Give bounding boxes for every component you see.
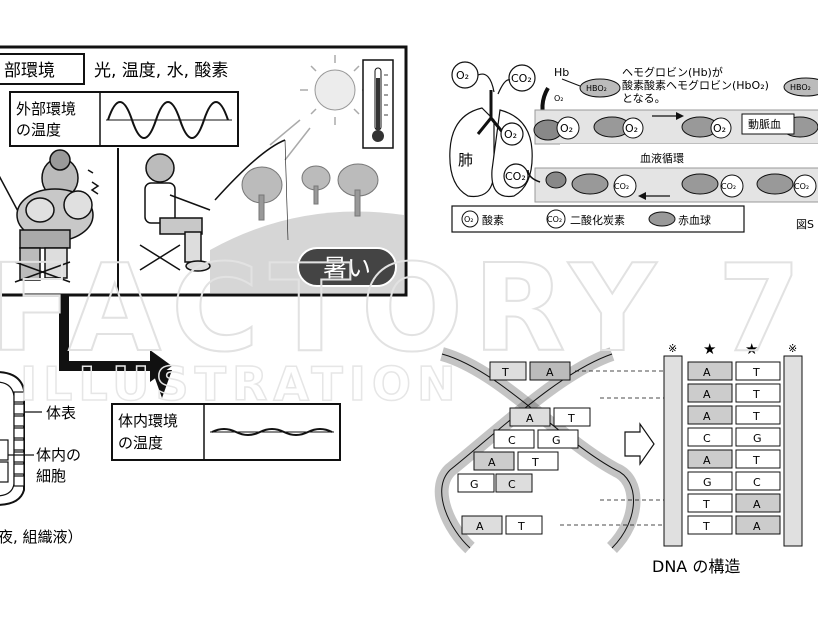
ladder-2a: A bbox=[703, 388, 711, 401]
mark-note-right: ※ bbox=[788, 342, 797, 355]
hb-note-3: となる。 bbox=[622, 92, 666, 105]
internal-temp-label-2: の温度 bbox=[118, 434, 163, 452]
legend-o2: 酸素 bbox=[482, 213, 504, 227]
body-tissue bbox=[0, 371, 42, 506]
watermark: FACTORY 7 ILLUSTRATION bbox=[0, 239, 811, 412]
o2-bubble-2: O₂ bbox=[504, 128, 517, 141]
watermark-sub: ILLUSTRATION bbox=[20, 357, 462, 411]
legend-o2-symbol: O₂ bbox=[464, 215, 474, 224]
ladder-1b: T bbox=[752, 366, 760, 379]
ladder-5a: A bbox=[703, 454, 711, 467]
blood-circulation-diagram: 肺 O₂ CO₂ O₂ CO₂ Hb HBO₂ O₂ ヘモグロビン(Hb)が 酸… bbox=[449, 61, 818, 233]
o2-bubble: O₂ bbox=[456, 69, 469, 82]
mark-star-2: ★ bbox=[745, 340, 758, 358]
helix-base-3a: C bbox=[508, 434, 516, 447]
hb-note-1: ヘモグロビン(Hb)が bbox=[622, 65, 723, 79]
helix-base-2b: T bbox=[567, 412, 575, 425]
cold-person-illustration bbox=[0, 149, 100, 283]
co2-bubble: CO₂ bbox=[511, 72, 532, 85]
helix-base-1a: T bbox=[501, 366, 509, 379]
red-blood-cells-bottom bbox=[571, 173, 817, 198]
internal-temp-label-1: 体内環境 bbox=[118, 412, 178, 430]
ladder-8a: T bbox=[702, 520, 710, 533]
o2-in-vessel-1: O₂ bbox=[560, 122, 573, 135]
helix-base-3b: G bbox=[552, 434, 561, 447]
ladder-7b: A bbox=[753, 498, 761, 511]
hot-badge: 暑い bbox=[297, 247, 397, 287]
ladder-2b: T bbox=[752, 388, 760, 401]
helix-base-5b: C bbox=[508, 478, 516, 491]
fluids-caption: 夜, 組織液） bbox=[0, 528, 83, 546]
ladder-5b: T bbox=[752, 454, 760, 467]
ladder-3b: T bbox=[752, 410, 760, 423]
co2-in-vessel-3: CO₂ bbox=[794, 182, 809, 191]
o2-in-vessel-3: O₂ bbox=[713, 122, 726, 135]
outer-temp-label-2: の温度 bbox=[16, 121, 61, 139]
internal-cells-label-1: 体内の bbox=[36, 446, 81, 464]
helix-base-1b: A bbox=[546, 366, 554, 379]
dna-diagram: T A A T C G A T G C A T ※ ★ ★ ※ bbox=[434, 340, 803, 576]
gas-bubbles bbox=[451, 61, 536, 189]
env-factors: 光, 温度, 水, 酸素 bbox=[94, 61, 228, 81]
environment-panel: 部環境 光, 温度, 水, 酸素 外部環境 の温度 bbox=[0, 45, 408, 546]
helix-base-6b: T bbox=[517, 520, 525, 533]
mark-star-1: ★ bbox=[703, 340, 716, 358]
legend-co2: 二酸化炭素 bbox=[570, 213, 625, 227]
dna-caption: DNA の構造 bbox=[652, 557, 740, 576]
lung-label: 肺 bbox=[458, 151, 473, 169]
hot-person-illustration bbox=[139, 139, 289, 272]
artery-label: 動脈血 bbox=[748, 117, 781, 131]
co2-in-vessel-1: CO₂ bbox=[614, 182, 629, 191]
mark-note-left: ※ bbox=[668, 342, 677, 355]
helix-base-5a: G bbox=[470, 478, 479, 491]
thermometer-icon bbox=[362, 59, 394, 149]
ladder-4a: C bbox=[703, 432, 711, 445]
hb-note-2: 酸素酸素ヘモグロビン(HbO₂) bbox=[622, 78, 769, 92]
blood-legend: O₂ 酸素 CO₂ 二酸化炭素 赤血球 bbox=[451, 205, 745, 233]
outer-env-tag: 部環境 bbox=[4, 61, 55, 81]
internal-cells-label-2: 細胞 bbox=[36, 467, 66, 485]
helix-base-2a: A bbox=[526, 412, 534, 425]
helix-base-6a: A bbox=[476, 520, 484, 533]
ladder-6b: C bbox=[753, 476, 761, 489]
ladder-1a: A bbox=[703, 366, 711, 379]
ladder-base-pairs bbox=[687, 361, 781, 535]
ladder-3a: A bbox=[703, 410, 711, 423]
ladder-4b: G bbox=[753, 432, 762, 445]
internal-temperature-box: 体内環境 の温度 bbox=[111, 403, 341, 461]
watermark-main: FACTORY 7 bbox=[0, 240, 811, 379]
o2-small: O₂ bbox=[554, 94, 564, 103]
figure-tag: 図S bbox=[796, 218, 814, 231]
co2-in-vessel-2: CO₂ bbox=[721, 182, 736, 191]
hot-badge-label: 暑い bbox=[323, 254, 371, 282]
ladder-7a: T bbox=[702, 498, 710, 511]
outer-temp-label-1: 外部環境 bbox=[16, 100, 76, 118]
ladder-6a: G bbox=[703, 476, 712, 489]
trees-illustration bbox=[241, 163, 379, 221]
legend-co2-symbol: CO₂ bbox=[547, 215, 562, 224]
co2-bubble-2: CO₂ bbox=[505, 170, 526, 183]
outer-temperature-box: 外部環境 の温度 bbox=[9, 91, 239, 147]
arrow-head bbox=[152, 370, 172, 398]
body-surface-label: 体表 bbox=[46, 404, 76, 422]
helix-base-pairs bbox=[457, 361, 591, 535]
helix-base-4b: T bbox=[531, 456, 539, 469]
helix-base-4a: A bbox=[488, 456, 496, 469]
hb-label: Hb bbox=[554, 66, 569, 79]
legend-rbc: 赤血球 bbox=[678, 213, 711, 227]
o2-in-vessel-2: O₂ bbox=[625, 122, 638, 135]
circulation-label: 血液循環 bbox=[640, 151, 684, 165]
hbo2-label-right: HBO₂ bbox=[790, 83, 811, 92]
ladder-8b: A bbox=[753, 520, 761, 533]
hbo2-label: HBO₂ bbox=[586, 84, 607, 93]
transform-arrow bbox=[624, 422, 655, 466]
